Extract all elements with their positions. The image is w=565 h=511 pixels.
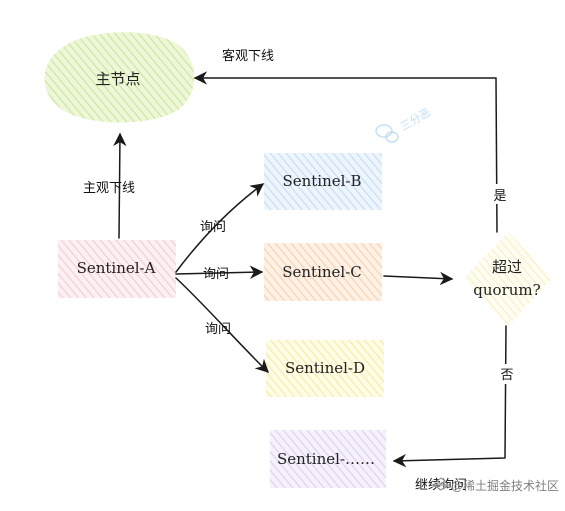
master-node: 主节点: [44, 32, 195, 123]
sentinel-more-box: [270, 430, 386, 488]
quorum-decision-line1: 超过: [492, 258, 522, 276]
watermark-logo: 三分恶: [375, 106, 433, 143]
master-node-shape: [44, 32, 195, 123]
sentinel-d-box: [266, 340, 384, 397]
label-objective-down: 客观下线: [222, 48, 274, 64]
sentinel-d-node: Sentinel-D: [266, 340, 384, 397]
edge-a-to-d: [175, 277, 269, 373]
sentinel-a-box: [58, 240, 176, 298]
edge-c-to-decision: [383, 271, 454, 286]
quorum-decision-shape: [464, 232, 552, 326]
edge-decision-to-master: [193, 71, 498, 233]
label-ask-d: 询问: [205, 322, 231, 337]
sentinel-more-node: Sentinel-……: [270, 430, 386, 488]
label-subjective-down: 主观下线: [83, 181, 135, 196]
sentinel-more-label: Sentinel-……: [277, 450, 375, 468]
sentinel-c-node: Sentinel-C: [264, 243, 382, 301]
quorum-decision-line2: quorum?: [473, 281, 540, 299]
platform-logo-icon: [432, 477, 450, 491]
sentinel-c-box: [264, 243, 382, 301]
edge-a-to-master: [113, 132, 127, 239]
edge-decision-to-more: [392, 325, 507, 468]
watermark-footer-text: @稀土掘金技术社区: [451, 478, 559, 493]
quorum-decision-node: 超过 quorum?: [464, 232, 552, 326]
watermark-logo-text: 三分恶: [398, 106, 433, 134]
yes-label-bg: [490, 184, 510, 204]
master-node-label: 主节点: [95, 70, 140, 88]
sentinel-c-label: Sentinel-C: [282, 263, 362, 281]
sentinel-a-node: Sentinel-A: [58, 240, 176, 298]
no-label-bg: [497, 364, 517, 384]
sentinel-a-label: Sentinel-A: [77, 259, 156, 277]
edge-a-to-b: [175, 183, 265, 273]
label-no: 否: [500, 368, 513, 383]
label-ask-b: 询问: [200, 220, 226, 235]
label-ask-c: 询问: [203, 267, 229, 282]
label-yes: 是: [493, 189, 506, 204]
edge-a-to-c: [175, 265, 264, 280]
sentinel-b-box: [264, 153, 382, 210]
chat-bubble-icon: [375, 124, 399, 143]
watermark-footer: @稀土掘金技术社区: [432, 477, 559, 493]
sentinel-b-node: Sentinel-B: [264, 153, 382, 210]
sentinel-b-label: Sentinel-B: [282, 172, 361, 190]
sentinel-d-label: Sentinel-D: [285, 359, 365, 377]
